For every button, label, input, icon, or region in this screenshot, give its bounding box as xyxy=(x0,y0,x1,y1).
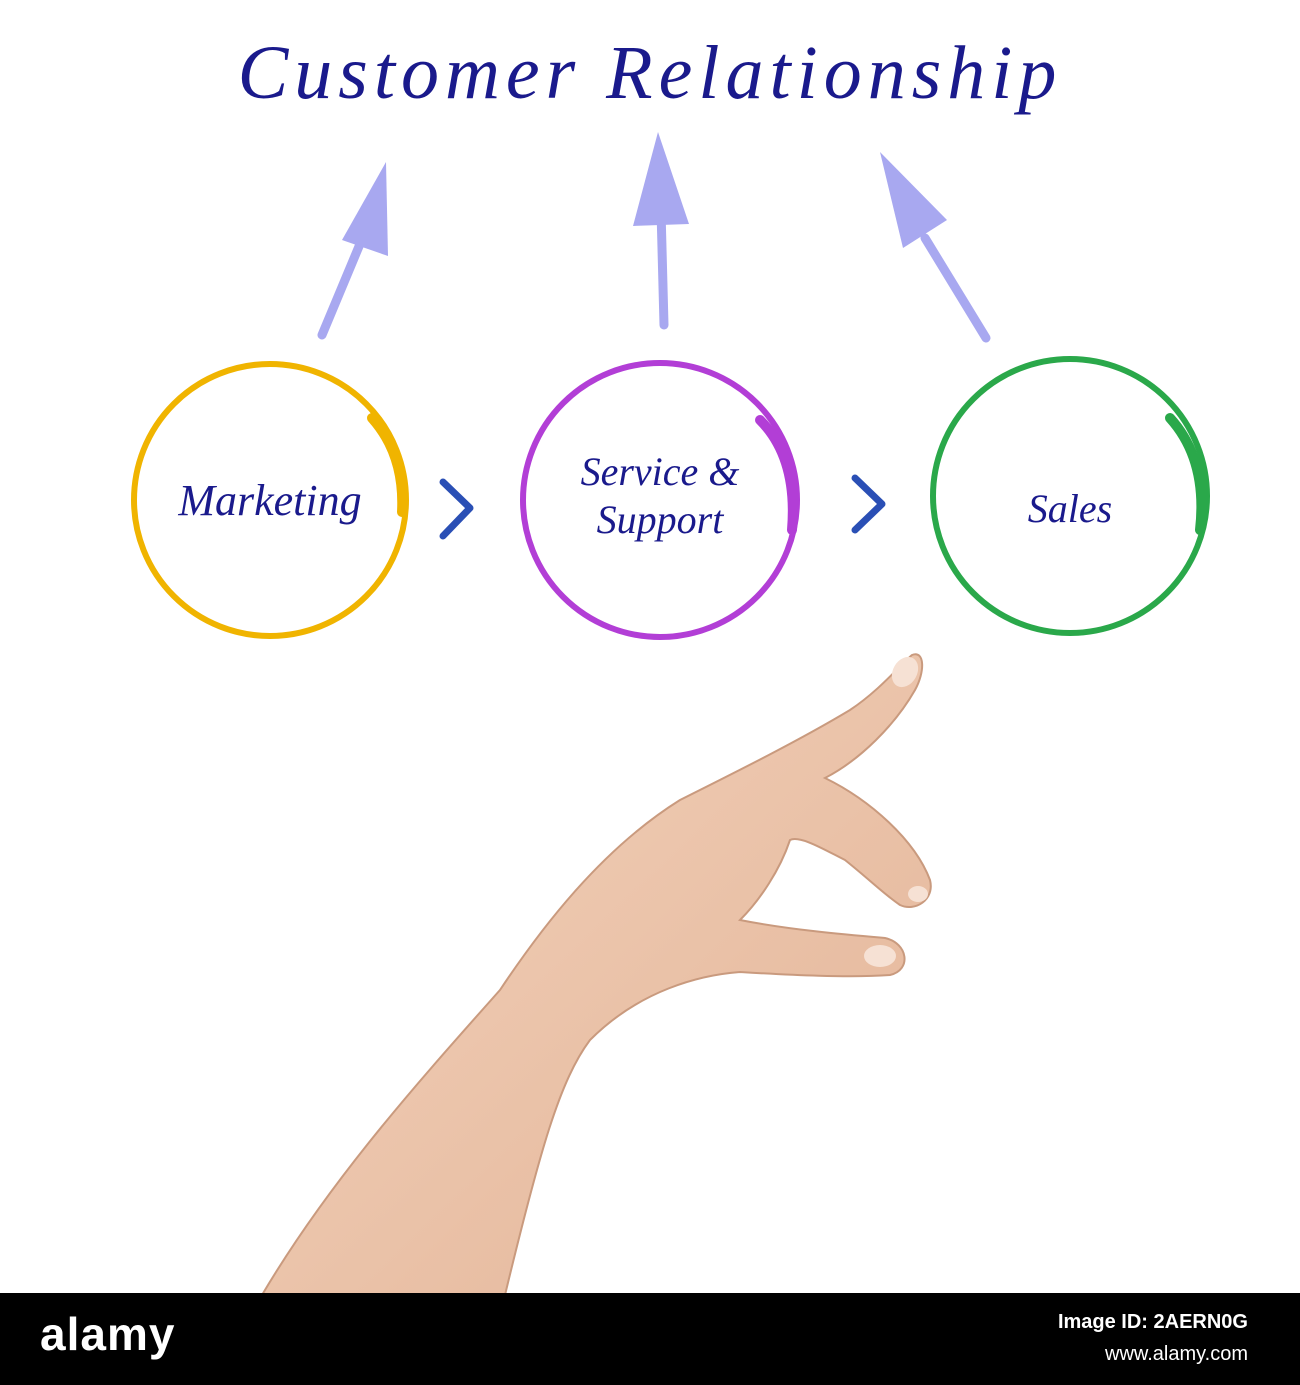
node-label-service-support: Service &Support xyxy=(520,448,800,544)
node-label-service-support-text: Service &Support xyxy=(580,449,740,542)
diagram-graphics xyxy=(131,132,1210,1296)
brand-logo: alamy xyxy=(40,1308,176,1360)
node-label-marketing: Marketing xyxy=(178,476,362,525)
node-sales-circle xyxy=(930,356,1210,636)
arrow-sales-to-title xyxy=(880,152,991,343)
diagram-title: Customer Relationship xyxy=(237,31,1063,115)
chevron-right-icon xyxy=(851,474,886,534)
chevron-right-icon xyxy=(439,478,474,540)
node-service-circle xyxy=(520,360,800,640)
arrow-service-to-title xyxy=(633,132,689,330)
arrow-marketing-to-title xyxy=(317,162,388,340)
pointing-hand xyxy=(260,653,932,1296)
watermark-footer: alamy Image ID: 2AERN0G www.alamy.com xyxy=(0,1293,1300,1385)
site-url: www.alamy.com xyxy=(1105,1343,1248,1365)
image-id: Image ID: 2AERN0G xyxy=(1057,1311,1248,1333)
node-label-sales: Sales xyxy=(1027,486,1113,531)
node-marketing-circle xyxy=(131,361,409,639)
